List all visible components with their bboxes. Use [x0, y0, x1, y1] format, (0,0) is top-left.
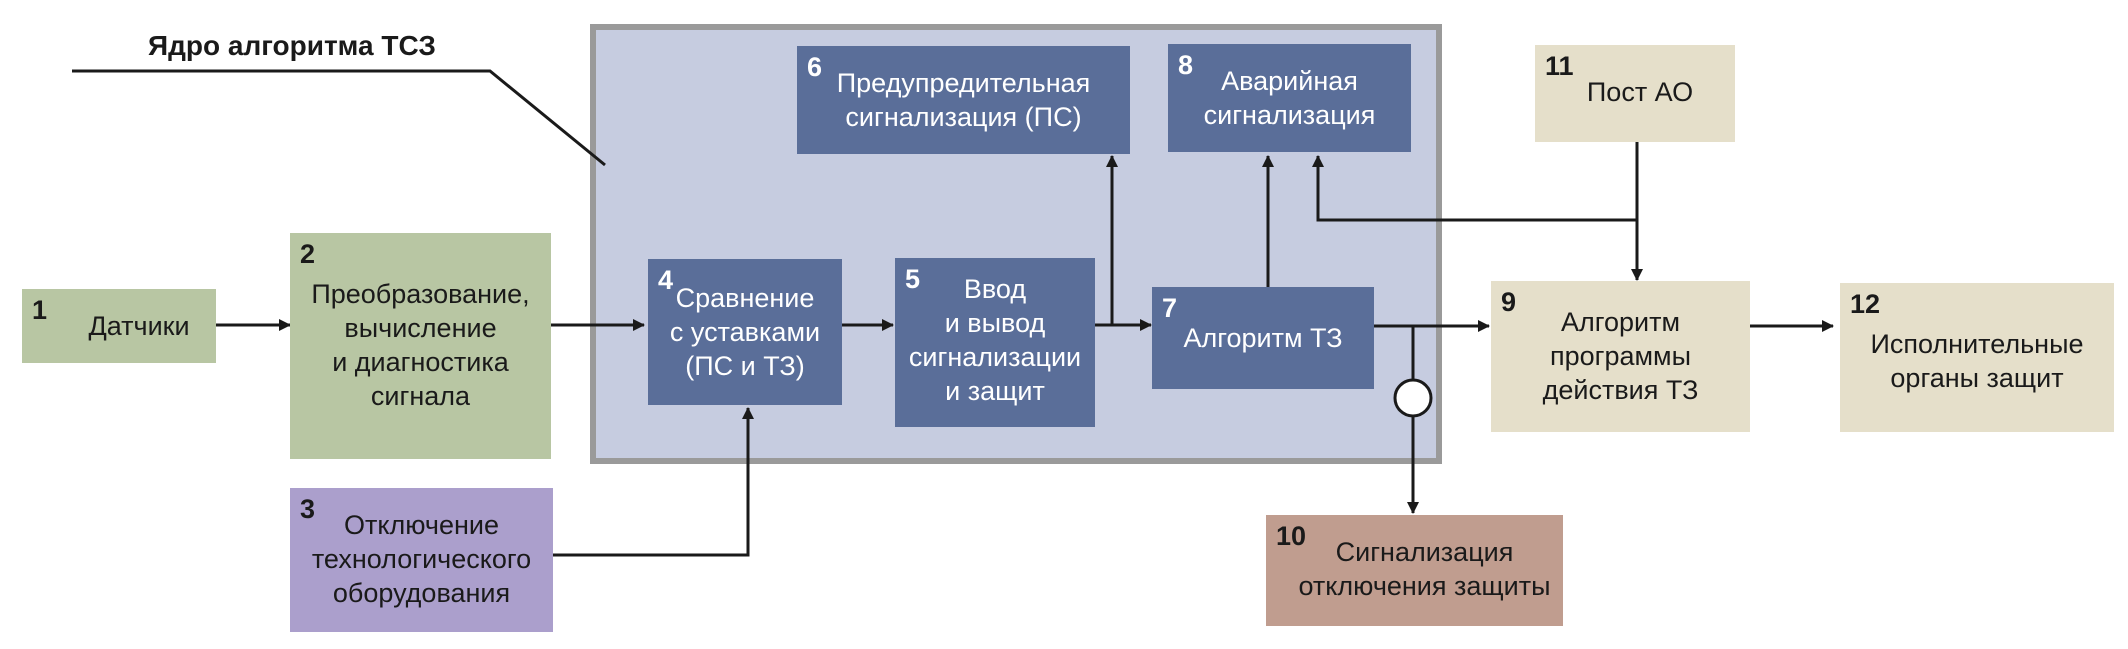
arrow-11-to-8 [1312, 155, 1637, 222]
core-label-leader [72, 69, 606, 167]
block-text: Предупредительная сигнализация (ПС) [836, 68, 1091, 132]
block-text: Пост АО [1586, 77, 1694, 107]
core-label: Ядро алгоритма ТСЗ [148, 30, 436, 61]
block-text: Аварийная сигнализация [1203, 66, 1376, 130]
block-actuators: 12 Исполнительные органы защит [1840, 283, 2114, 432]
block-number: 7 [1162, 293, 1178, 323]
block-protection-off-signal: 10 Сигнализация отключения защиты [1266, 515, 1563, 626]
block-warning-signal: 6 Предупредительная сигнализация (ПС) [797, 46, 1130, 154]
switch-circle [1393, 378, 1433, 418]
block-number: 5 [905, 264, 921, 294]
block-sensors: 1 Датчики [22, 289, 216, 363]
block-alarm-signal: 8 Аварийная сигнализация [1168, 44, 1411, 152]
block-text: Алгоритм программы действия ТЗ [1542, 307, 1699, 405]
block-comparison: 4 Сравнение с уставками (ПС и ТЗ) [648, 259, 842, 405]
block-text: Преобразование, вычисление и диагностика… [311, 279, 530, 411]
block-io: 5 Ввод и вывод сигнализации и защит [895, 258, 1095, 427]
block-text: Датчики [88, 311, 190, 341]
block-number: 4 [658, 265, 674, 295]
block-ao-post: 11 Пост АО [1535, 45, 1735, 142]
block-text: Сигнализация отключения защиты [1298, 537, 1551, 601]
block-text: Отключение технологического оборудования [311, 510, 532, 608]
block-number: 6 [807, 52, 823, 82]
block-number: 9 [1501, 287, 1517, 317]
block-text: Сравнение с уставками (ПС и ТЗ) [669, 283, 821, 381]
block-text: Исполнительные органы защит [1870, 329, 2084, 393]
block-tz-algorithm: 7 Алгоритм ТЗ [1152, 287, 1374, 389]
block-number: 2 [300, 239, 316, 269]
block-text: Ввод и вывод сигнализации и защит [908, 274, 1082, 406]
block-number: 1 [32, 295, 48, 325]
block-text: Алгоритм ТЗ [1183, 323, 1343, 353]
block-number: 3 [300, 494, 316, 524]
arrow-3-to-4 [553, 407, 754, 557]
block-conversion: 2 Преобразование, вычисление и диагности… [290, 233, 551, 459]
block-action-program: 9 Алгоритм программы действия ТЗ [1491, 281, 1750, 432]
block-number: 10 [1276, 521, 1307, 551]
block-equipment-shutdown: 3 Отключение технологического оборудован… [290, 488, 553, 632]
block-number: 12 [1850, 289, 1881, 319]
block-number: 8 [1178, 50, 1194, 80]
block-number: 11 [1545, 51, 1574, 81]
